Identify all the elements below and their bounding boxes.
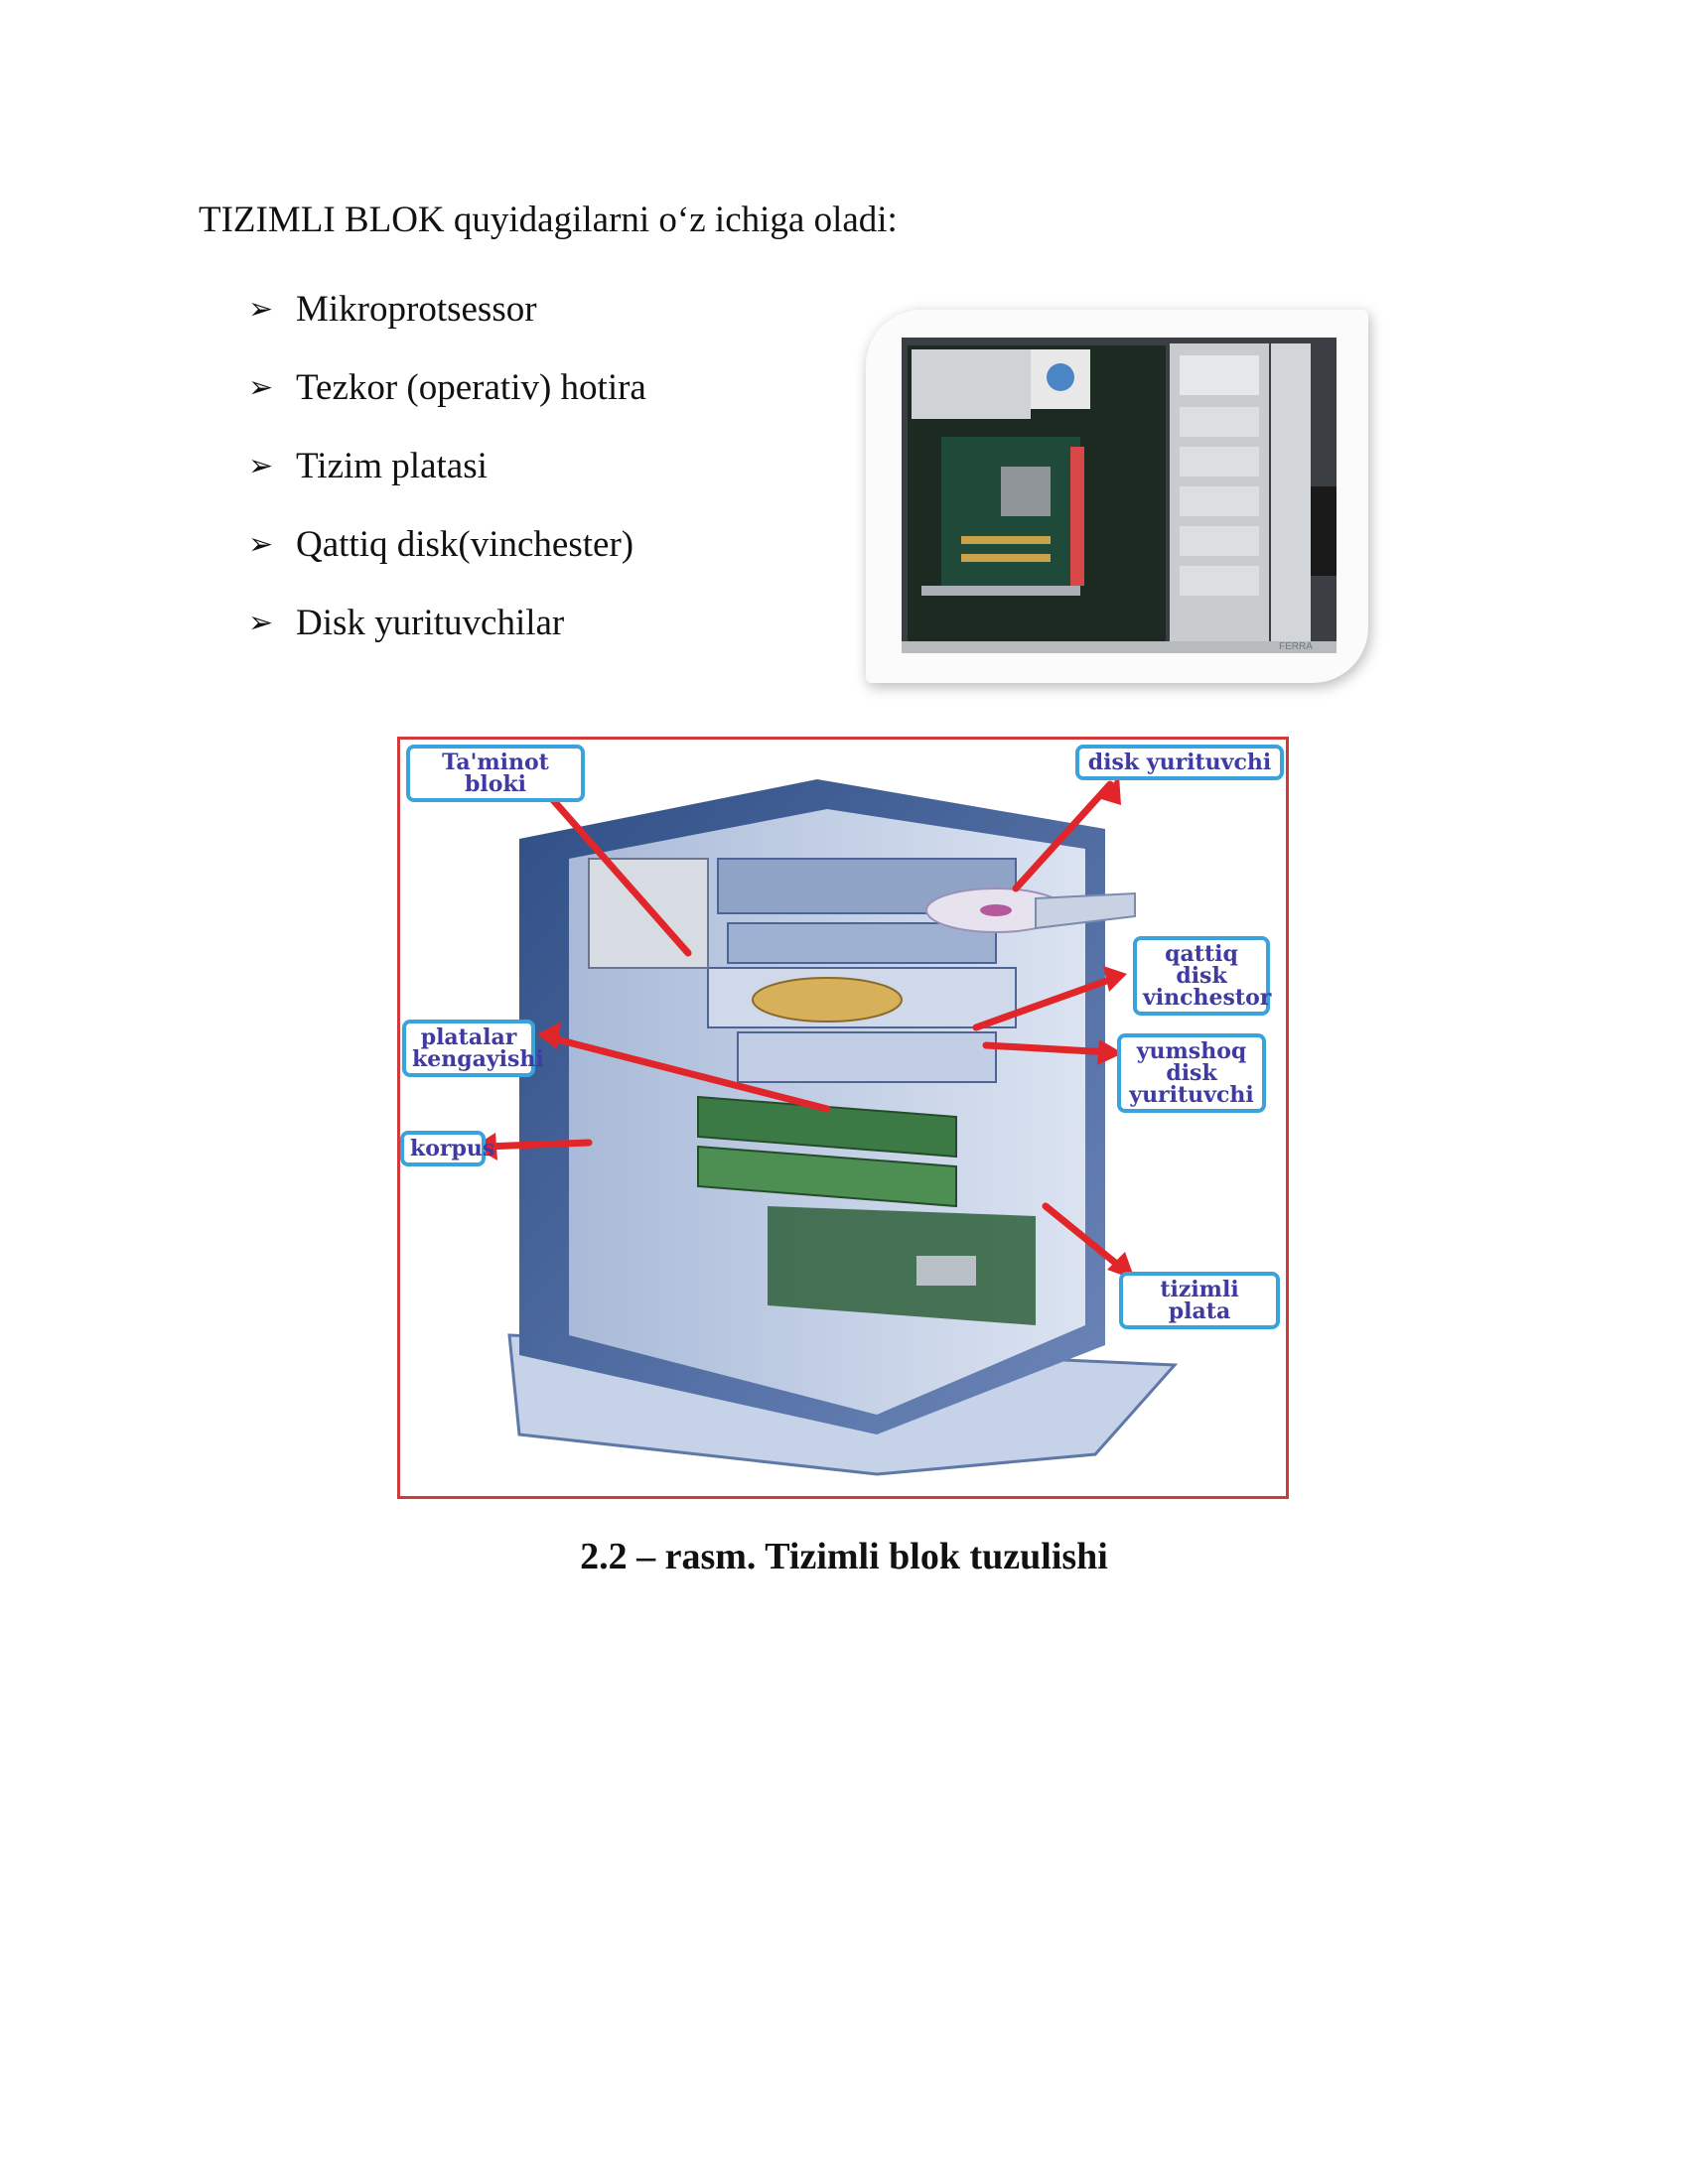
callout-floppy-drive: yumshoq disk yurituvchi [1117,1033,1266,1113]
list-item: ➢ Disk yurituvchilar [248,584,646,662]
arrow-bullet-icon: ➢ [248,606,274,639]
arrow-bullet-icon: ➢ [248,449,274,482]
callout-motherboard: tizimli plata [1119,1272,1280,1329]
list-item-label: Tizim platasi [296,445,488,486]
list-item: ➢ Tezkor (operativ) hotira [248,348,646,427]
system-unit-diagram: Ta'minot bloki disk yurituvchi qattiq di… [397,737,1289,1499]
callout-case: korpus [400,1131,494,1166]
arrow-bullet-icon: ➢ [248,292,274,326]
list-item-label: Mikroprotsessor [296,288,537,330]
figure-caption: 2.2 – rasm. Tizimli blok tuzulishi [580,1536,1108,1577]
list-item-label: Qattiq disk(vinchester) [296,523,634,565]
system-unit-illustration [474,773,1179,1476]
arrow-bullet-icon: ➢ [248,370,274,404]
callout-expansion-cards: platalar kengayishi [402,1020,544,1077]
list-item-label: Tezkor (operativ) hotira [296,366,646,408]
callout-power-supply: Ta'minot bloki [406,745,585,802]
callout-hard-disk: qattiq disk vinchestor [1133,936,1271,1016]
callout-disk-drive: disk yurituvchi [1075,745,1284,780]
arrow-bullet-icon: ➢ [248,527,274,561]
pc-interior-photo-frame: FERRA [866,310,1368,683]
component-list: ➢ Mikroprotsessor ➢ Tezkor (operativ) hoti… [248,270,646,662]
list-item: ➢ Tizim platasi [248,427,646,505]
list-item-label: Disk yurituvchilar [296,602,565,643]
list-item: ➢ Qattiq disk(vinchester) [248,505,646,584]
intro-text: TIZIMLI BLOK quyidagilarni o‘z ichiga ol… [199,200,898,240]
pc-interior-photo: FERRA [902,338,1336,653]
photo-watermark: FERRA [1279,641,1313,652]
list-item: ➢ Mikroprotsessor [248,270,646,348]
